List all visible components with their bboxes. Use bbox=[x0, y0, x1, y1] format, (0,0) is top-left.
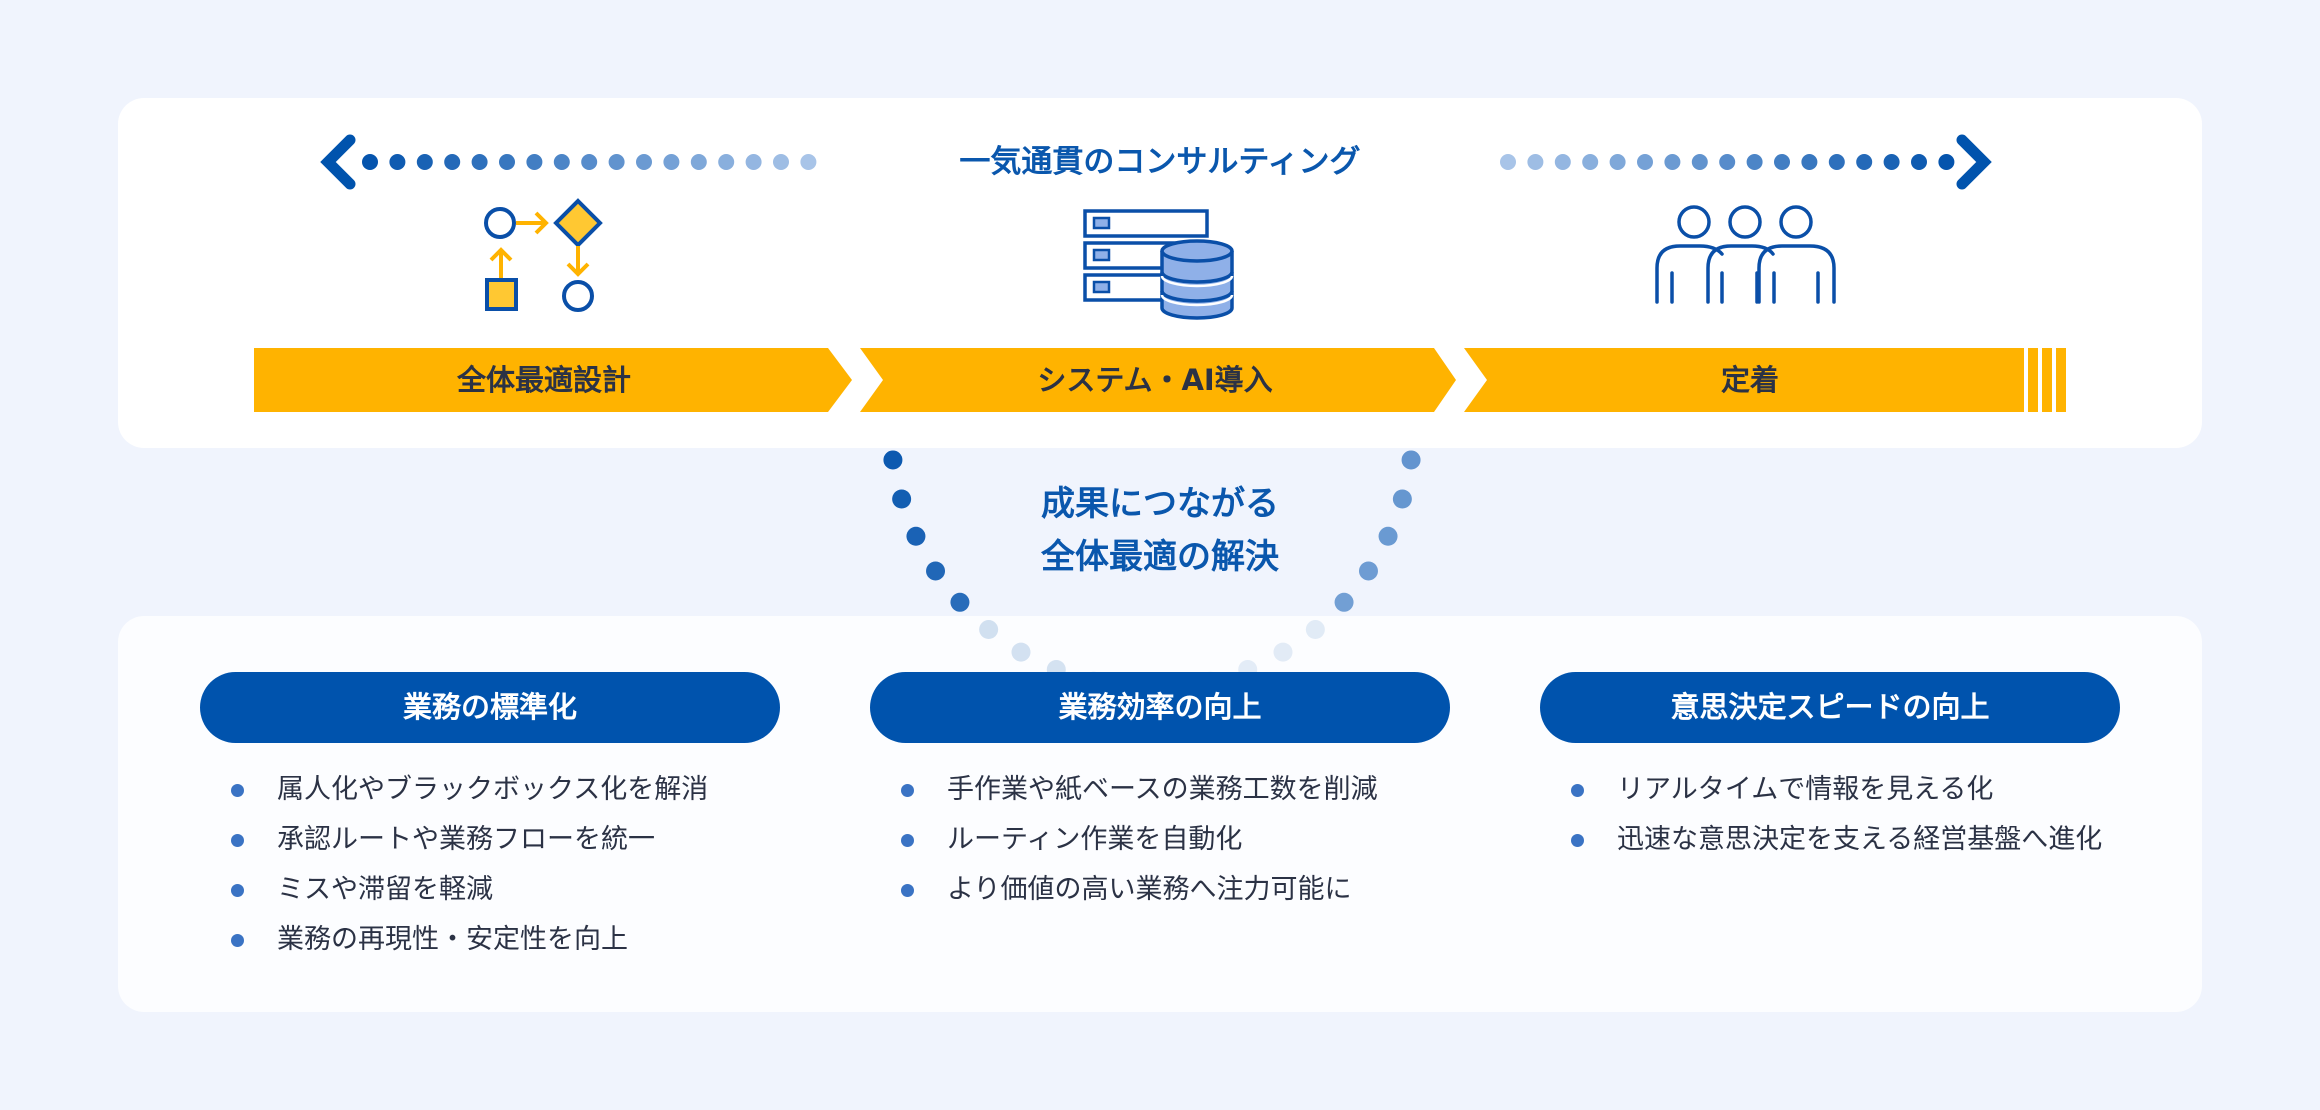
arc-dot bbox=[1334, 592, 1354, 612]
list-item-text: リアルタイムで情報を見える化 bbox=[1617, 774, 1994, 805]
list-item-text: 業務の再現性・安定性を向上 bbox=[277, 924, 628, 955]
stage-label-system: システム・AI導入 bbox=[1037, 363, 1273, 397]
stage-label-adoption: 定着 bbox=[1720, 363, 1779, 397]
outcome-title-efficiency: 業務効率の向上 bbox=[870, 672, 1450, 743]
list-item: より価値の高い業務へ注力可能に bbox=[901, 865, 1378, 915]
arc-dot bbox=[892, 489, 912, 509]
result-caption-line2: 全体最適の解決 bbox=[1041, 537, 1279, 577]
arc-dot bbox=[1358, 561, 1378, 581]
result-caption: 成果につながる 全体最適の解決 bbox=[960, 478, 1360, 584]
list-item: 承認ルートや業務フローを統一 bbox=[231, 815, 708, 865]
stage-label-design: 全体最適設計 bbox=[456, 363, 631, 397]
bullet-icon bbox=[1571, 834, 1584, 847]
bullet-icon bbox=[901, 884, 914, 897]
list-item: 属人化やブラックボックス化を解消 bbox=[231, 765, 708, 815]
list-item: 業務の再現性・安定性を向上 bbox=[231, 915, 708, 965]
list-item-text: ルーティン作業を自動化 bbox=[947, 824, 1243, 855]
arc-dot bbox=[1378, 526, 1398, 546]
result-caption-line1: 成果につながる bbox=[1041, 484, 1279, 524]
list-item-text: 手作業や紙ベースの業務工数を削減 bbox=[947, 774, 1378, 805]
bullet-icon bbox=[231, 934, 244, 947]
list-item-text: ミスや滞留を軽減 bbox=[277, 874, 493, 905]
list-item-text: 迅速な意思決定を支える経営基盤へ進化 bbox=[1617, 824, 2103, 855]
consulting-title: 一気通貫のコンサルティング bbox=[959, 144, 1361, 180]
outcome-list-efficiency: 手作業や紙ベースの業務工数を削減 ルーティン作業を自動化 より価値の高い業務へ注… bbox=[901, 765, 1378, 915]
list-item-text: 承認ルートや業務フローを統一 bbox=[277, 824, 655, 855]
outcome-title-standardization: 業務の標準化 bbox=[200, 672, 780, 743]
arc-dot bbox=[926, 561, 946, 581]
arc-dot bbox=[1392, 489, 1412, 509]
list-item-text: より価値の高い業務へ注力可能に bbox=[947, 874, 1352, 905]
arc-dot bbox=[1401, 450, 1421, 470]
bullet-icon bbox=[901, 784, 914, 797]
outcome-title-decision-speed: 意思決定スピードの向上 bbox=[1540, 672, 2120, 743]
list-item: ルーティン作業を自動化 bbox=[901, 815, 1378, 865]
bullet-icon bbox=[231, 884, 244, 897]
list-item: 手作業や紙ベースの業務工数を削減 bbox=[901, 765, 1378, 815]
arc-dot bbox=[906, 526, 926, 546]
outcome-list-standardization: 属人化やブラックボックス化を解消 承認ルートや業務フローを統一 ミスや滞留を軽減… bbox=[231, 765, 708, 965]
arc-dot bbox=[950, 592, 970, 612]
bullet-icon bbox=[1571, 784, 1584, 797]
bullet-icon bbox=[231, 784, 244, 797]
bullet-icon bbox=[231, 834, 244, 847]
bullet-icon bbox=[901, 834, 914, 847]
arc-dot bbox=[883, 450, 903, 470]
list-item: 迅速な意思決定を支える経営基盤へ進化 bbox=[1571, 815, 2102, 865]
list-item-text: 属人化やブラックボックス化を解消 bbox=[277, 774, 709, 805]
outcome-list-decision-speed: リアルタイムで情報を見える化 迅速な意思決定を支える経営基盤へ進化 bbox=[1571, 765, 2102, 865]
list-item: リアルタイムで情報を見える化 bbox=[1571, 765, 2102, 815]
list-item: ミスや滞留を軽減 bbox=[231, 865, 708, 915]
